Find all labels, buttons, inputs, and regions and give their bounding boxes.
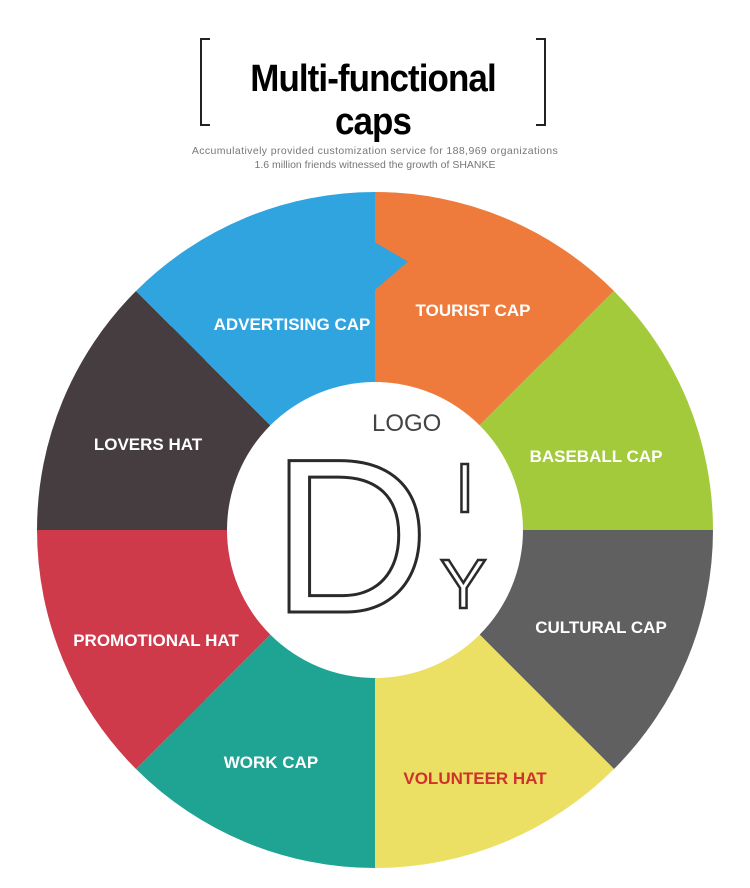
segment-label-volunteer-hat: VOLUNTEER HAT (403, 769, 547, 788)
diy-letter-d: D (271, 413, 430, 659)
diy-letter-i: I (455, 449, 474, 527)
segment-labels: TOURIST CAP BASEBALL CAP CULTURAL CAP VO… (73, 301, 667, 788)
subtitle-line-2: 1.6 million friends witnessed the growth… (254, 159, 496, 171)
title-frame: Multi-functional caps (200, 38, 546, 143)
segment-label-work-cap: WORK CAP (224, 753, 318, 772)
subtitle-line-1: Accumulatively provided customization se… (191, 145, 559, 157)
segment-label-cultural-cap: CULTURAL CAP (535, 618, 667, 637)
segment-arrow-tip (369, 239, 408, 294)
right-bracket (536, 38, 546, 126)
segment-label-baseball-cap: BASEBALL CAP (530, 447, 663, 466)
left-bracket (200, 38, 210, 126)
segment-label-advertising-cap: ADVERTISING CAP (214, 315, 371, 334)
diy-letter-y: Y (440, 545, 487, 623)
center-circle (227, 382, 523, 678)
segment-label-tourist-cap: TOURIST CAP (416, 301, 531, 320)
logo-text: LOGO (372, 410, 441, 437)
segment-label-lovers-hat: LOVERS HAT (94, 435, 203, 454)
page-title: Multi-functional caps (250, 58, 496, 143)
segment-label-promotional-hat: PROMOTIONAL HAT (73, 631, 239, 650)
